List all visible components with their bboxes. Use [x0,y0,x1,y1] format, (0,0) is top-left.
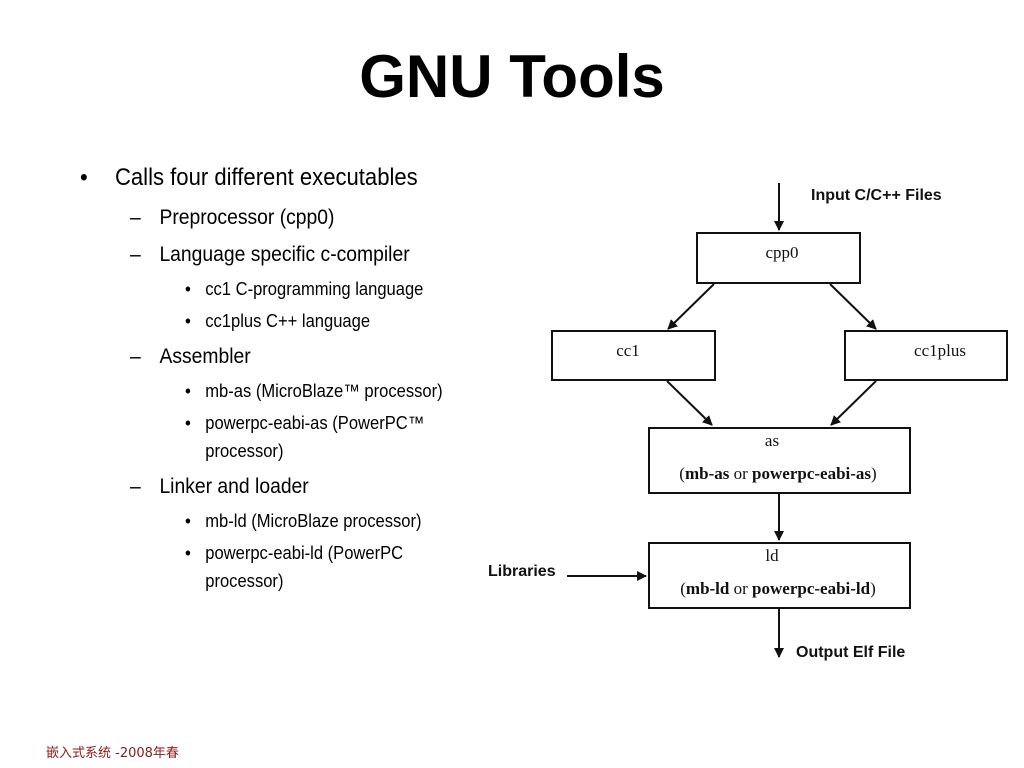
ld-detail-open: ( [680,579,686,598]
bullet-mbas-text: mb-as (MicroBlaze™ processor) [205,381,443,401]
ld-detail-or: or [729,579,752,598]
bullet-ppcas-text-1: powerpc-eabi-as (PowerPC™ [205,413,425,433]
bullet-main-text: Calls four different executables [114,164,418,191]
cc1-box [551,330,716,381]
bullet-dot: • [185,413,191,433]
arrow-cpp0-to-cc1 [667,283,715,330]
bullet-preprocessor-text: Preprocessor (cpp0) [159,206,335,229]
bullet-dot: • [185,279,191,299]
as-detail-or: or [729,464,752,483]
bullet-assembler-text: Assembler [159,345,251,368]
ld-label: ld [765,546,779,565]
cpp0-box [696,232,861,284]
libraries-label: Libraries [488,563,556,580]
bullet-dot: • [185,543,191,563]
bullet-compiler-text: Language specific c-compiler [159,243,410,266]
cc1plus-box [844,330,1008,381]
ld-detail: (mb-ld or powerpc-eabi-ld) [680,579,876,598]
bullet-mbld-text: mb-ld (MicroBlaze processor) [205,511,422,531]
arrow-cc1-to-as [666,380,713,426]
bullet-ppcld-text-1: powerpc-eabi-ld (PowerPC [205,543,404,563]
output-file-label: Output Elf File [796,644,905,661]
bullet-dash: – [130,243,141,266]
slide-footer: 嵌入式系统 -2008年春 [46,746,179,761]
arrow-cc1plus-to-as [830,380,877,426]
cc1plus-label: cc1plus [914,341,966,360]
ld-detail-ppcld: powerpc-eabi-ld [752,579,871,598]
bullet-dot: • [185,511,191,531]
bullet-linker-text: Linker and loader [159,475,309,498]
ld-box [648,542,911,609]
input-files-label: Input C/C++ Files [811,187,942,204]
as-box [648,427,911,494]
bullet-cc1plus-text: cc1plus C++ language [205,311,371,331]
bullet-dot: • [185,311,191,331]
cpp0-label: cpp0 [765,243,798,262]
as-label: as [765,431,779,450]
bullet-cc1-text: cc1 C-programming language [205,279,424,299]
as-detail: (mb-as or powerpc-eabi-as) [679,464,876,483]
as-detail-ppcas: powerpc-eabi-as [752,464,871,483]
as-detail-close: ) [871,464,877,483]
bullet-dash: – [130,345,141,368]
ld-detail-close: ) [870,579,876,598]
bullet-ppcld-text-2: processor) [205,571,284,591]
bullet-dot: • [185,381,191,401]
bullet-dash: – [130,206,141,229]
cc1-label: cc1 [616,341,640,360]
bullet-dash: – [130,475,141,498]
ld-detail-mbld: mb-ld [686,579,730,598]
slide-title: GNU Tools [359,43,665,110]
arrow-cpp0-to-cc1plus [829,283,877,330]
as-detail-open: ( [679,464,685,483]
as-detail-mbas: mb-as [685,464,730,483]
bullet-ppcas-text-2: processor) [205,441,284,461]
gnu-toolchain-flow-diagram: Input C/C++ Files cpp0 cc1 cc1plus as (m… [488,183,1008,661]
bullet-dot: • [80,164,88,191]
